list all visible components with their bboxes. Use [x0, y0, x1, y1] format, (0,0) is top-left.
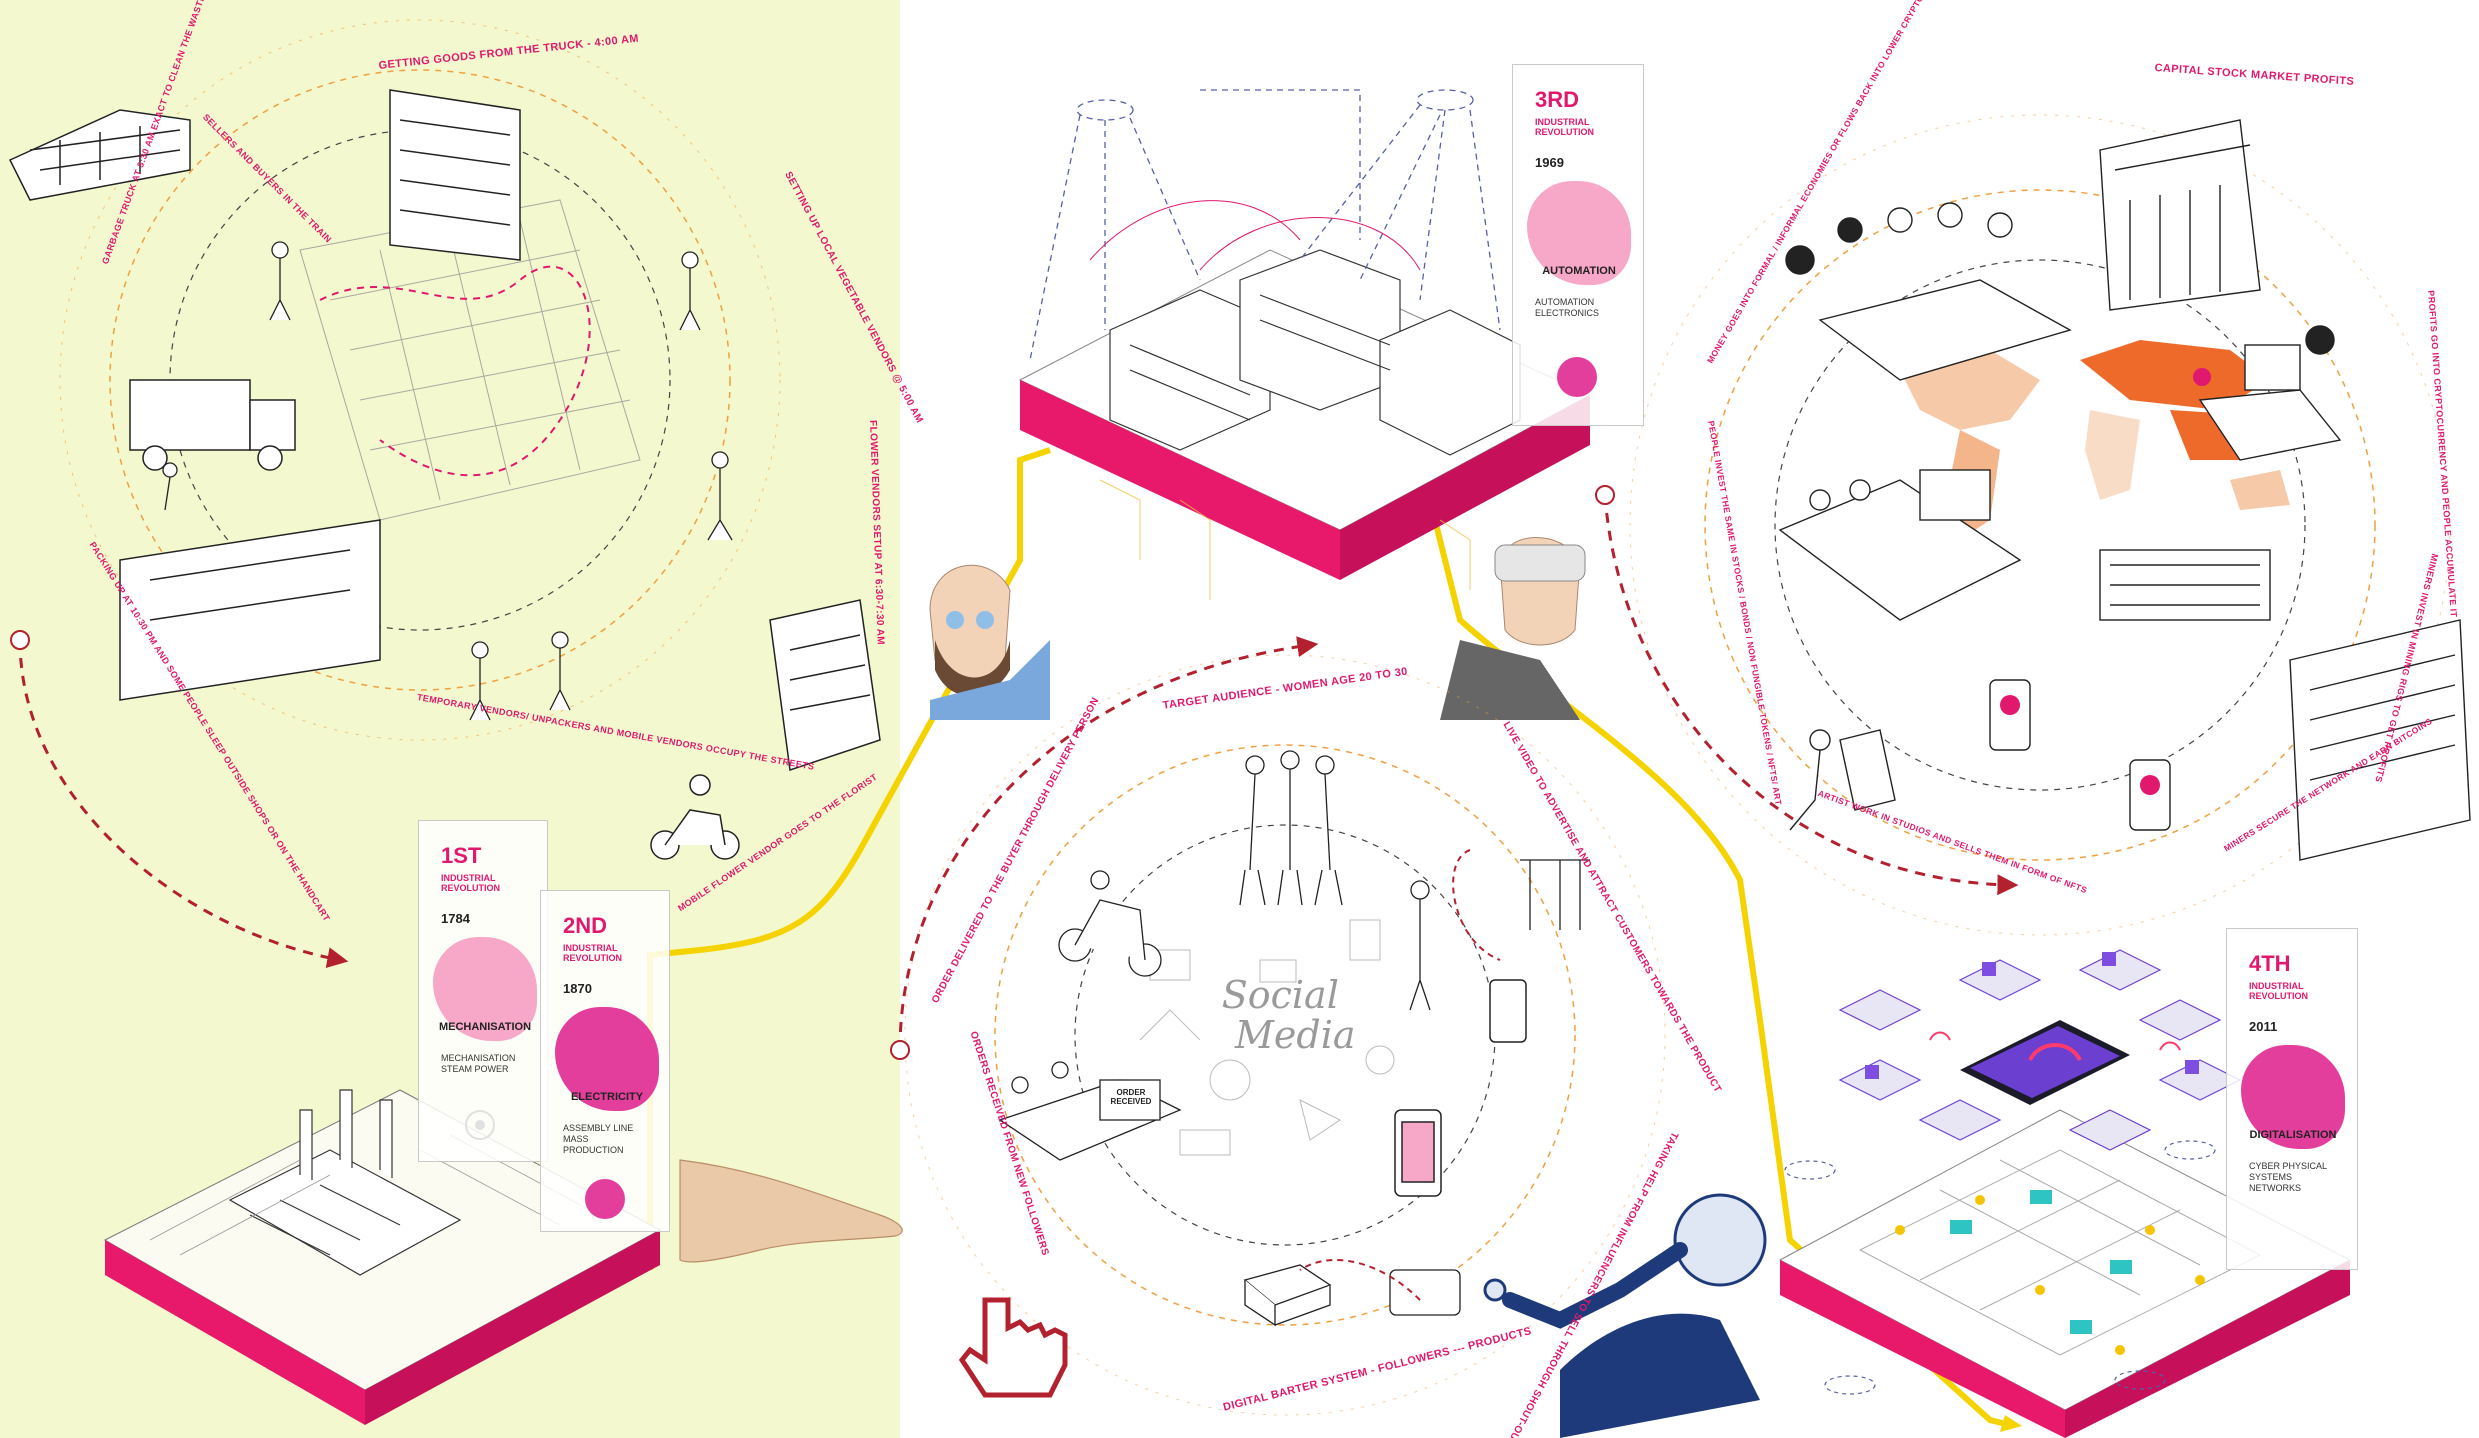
card-subtitle: INDUSTRIAL REVOLUTION — [563, 943, 623, 963]
card-description: CYBER PHYSICAL SYSTEMS NETWORKS — [2249, 1161, 2327, 1193]
card-second-revolution: 2ND INDUSTRIAL REVOLUTION 1870 ELECTRICI… — [540, 890, 670, 1232]
card-year: 1784 — [441, 911, 470, 926]
card-description: MECHANISATION STEAM POWER — [441, 1053, 516, 1074]
card-year: 1969 — [1535, 155, 1564, 170]
tablet-icon — [1960, 1020, 2130, 1105]
card-number: 1ST — [441, 843, 482, 868]
card-blob — [555, 1007, 659, 1111]
street-market-cycle — [8, 19, 881, 860]
iot-platform — [1778, 1109, 2352, 1438]
card-blob — [1527, 181, 1631, 285]
card-year: 2011 — [2249, 1019, 2278, 1034]
bearded-man-icon — [929, 564, 1050, 720]
card-title: ELECTRICITY — [570, 1091, 644, 1103]
card-blob — [2241, 1045, 2345, 1149]
card-third-revolution: 3RD INDUSTRIAL REVOLUTION 1969 AUTOMATIO… — [1512, 64, 1644, 426]
hand-icon — [679, 1159, 903, 1263]
robot-arm-icon — [1483, 1193, 1767, 1438]
social-media-cycle — [904, 654, 1666, 1416]
cursor-hand-icon — [958, 1297, 1068, 1398]
train-icon — [8, 109, 191, 201]
truck-icon — [129, 379, 296, 471]
card-subtitle: INDUSTRIAL REVOLUTION — [441, 873, 501, 893]
iot-devices — [1838, 949, 2242, 1151]
bitcoin-icon — [1989, 368, 2211, 831]
card-title: AUTOMATION — [1542, 265, 1616, 277]
scooter-icon — [650, 774, 740, 860]
card-title: MECHANISATION — [438, 1021, 532, 1033]
vr-headset-icon — [1440, 537, 1586, 720]
social-media-title: Social Media — [1205, 975, 1356, 1055]
order-received-screen: ORDER RECEIVED — [1110, 1088, 1152, 1106]
social-media-line1: Social — [1221, 973, 1339, 1017]
card-number: 3RD — [1535, 87, 1580, 112]
factory-platform — [103, 1089, 662, 1425]
card-number: 4TH — [2249, 951, 2291, 976]
stock-exchange-icon — [2099, 119, 2261, 311]
card-description: AUTOMATION ELECTRONICS — [1535, 297, 1600, 318]
social-media-line2: Media — [1235, 1013, 1356, 1057]
card-year: 1870 — [563, 981, 592, 996]
card-badge — [585, 1179, 625, 1219]
card-title: DIGITALISATION — [2249, 1129, 2337, 1141]
automation-city-platform — [1018, 89, 1592, 600]
building-icon — [389, 89, 881, 771]
card-subtitle: INDUSTRIAL REVOLUTION — [2249, 981, 2309, 1001]
card-subtitle: INDUSTRIAL REVOLUTION — [1535, 117, 1595, 137]
card-first-revolution: 1ST INDUSTRIAL REVOLUTION 1784 MECHANISA… — [418, 820, 548, 1162]
card-badge — [1557, 357, 1597, 397]
card-blob — [433, 937, 537, 1041]
card-description: ASSEMBLY LINE MASS PRODUCTION — [563, 1123, 634, 1155]
card-fourth-revolution: 4TH INDUSTRIAL REVOLUTION 2011 DIGITALIS… — [2226, 928, 2358, 1270]
card-number: 2ND — [563, 913, 608, 938]
smartphone-icon — [1394, 979, 1527, 1197]
crypto-economy-cycle — [1629, 114, 2471, 936]
factory-icon — [228, 1089, 462, 1276]
